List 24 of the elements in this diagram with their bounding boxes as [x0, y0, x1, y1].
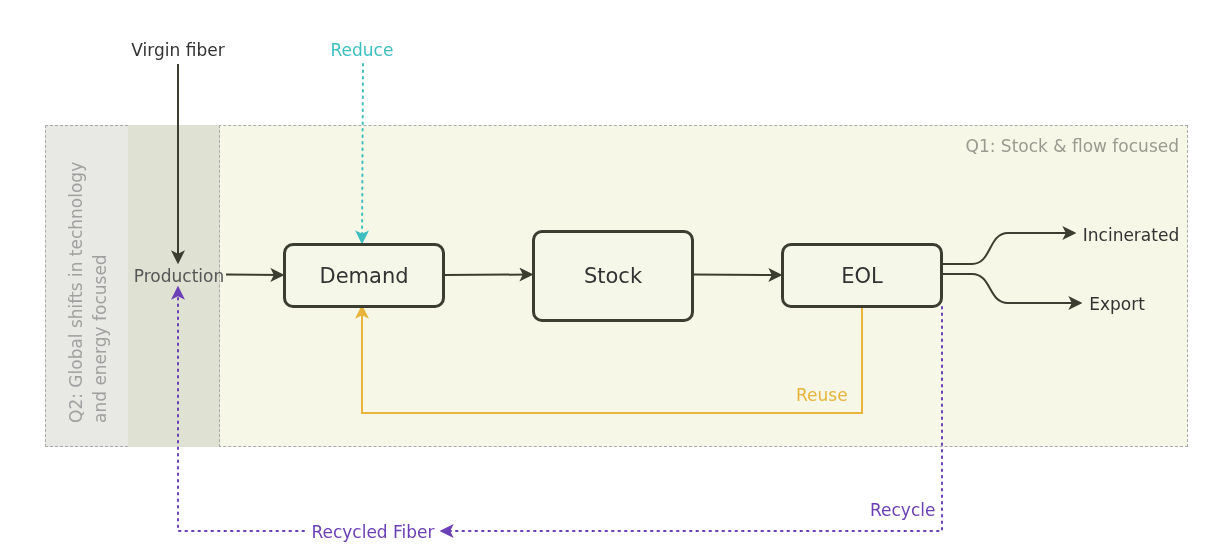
region-band [128, 125, 1188, 447]
arrow [443, 267, 534, 282]
arrow [692, 267, 783, 282]
region-title: Q2: Global shifts in technology and energy focused [64, 160, 111, 423]
node-label: Incinerated [1075, 221, 1187, 249]
arrow [439, 306, 943, 538]
arrow [171, 63, 185, 265]
region-band [45, 125, 128, 447]
arrow [941, 273, 1083, 310]
edge-label: Reuse [796, 385, 848, 405]
node-label: Production [131, 263, 227, 289]
arrow [355, 63, 370, 245]
arrow [171, 285, 305, 532]
node-label: Recycled Fiber [304, 518, 442, 546]
node-label: Reduce [318, 36, 406, 64]
process-box: Stock [532, 230, 694, 322]
region-title: Q1: Stock & flow focused [965, 136, 1179, 156]
node-label: Export [1081, 290, 1153, 318]
node-label: Virgin fiber [118, 36, 238, 64]
process-box: Demand [283, 243, 445, 308]
arrow [941, 226, 1077, 265]
arrow [225, 267, 285, 282]
edge-label: Recycle [870, 500, 936, 520]
process-box: EOL [781, 243, 943, 308]
